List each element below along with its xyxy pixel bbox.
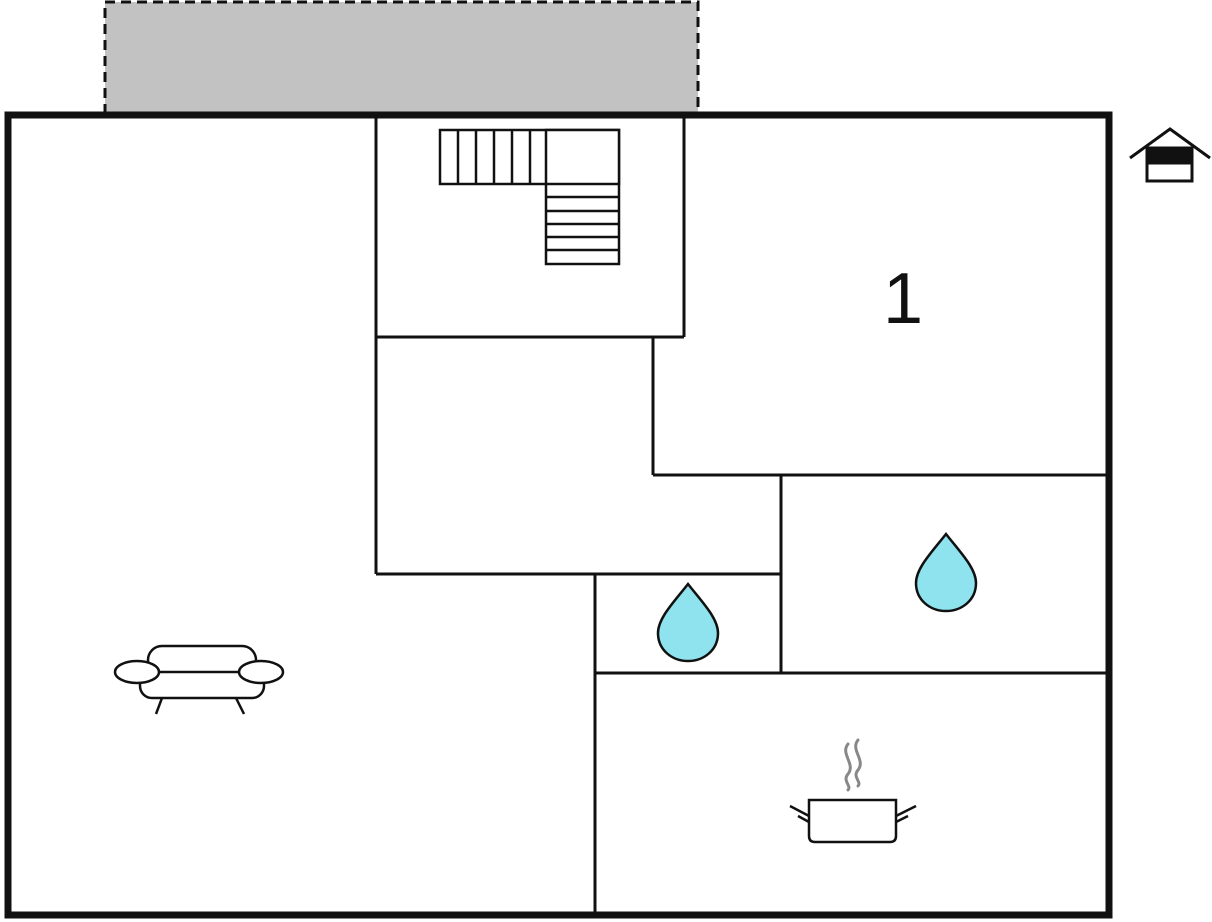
bedroom-number-label: 1 — [883, 259, 923, 339]
house-icon — [1129, 127, 1211, 183]
water-drop-icon — [656, 581, 720, 663]
stairs-icon — [438, 128, 621, 266]
cooking-pot-icon — [789, 798, 917, 844]
terrace — [103, 0, 700, 115]
interior-walls — [374, 117, 1107, 913]
sofa-icon — [113, 644, 285, 715]
steam-icon — [844, 738, 862, 792]
water-drop-icon — [914, 531, 978, 613]
